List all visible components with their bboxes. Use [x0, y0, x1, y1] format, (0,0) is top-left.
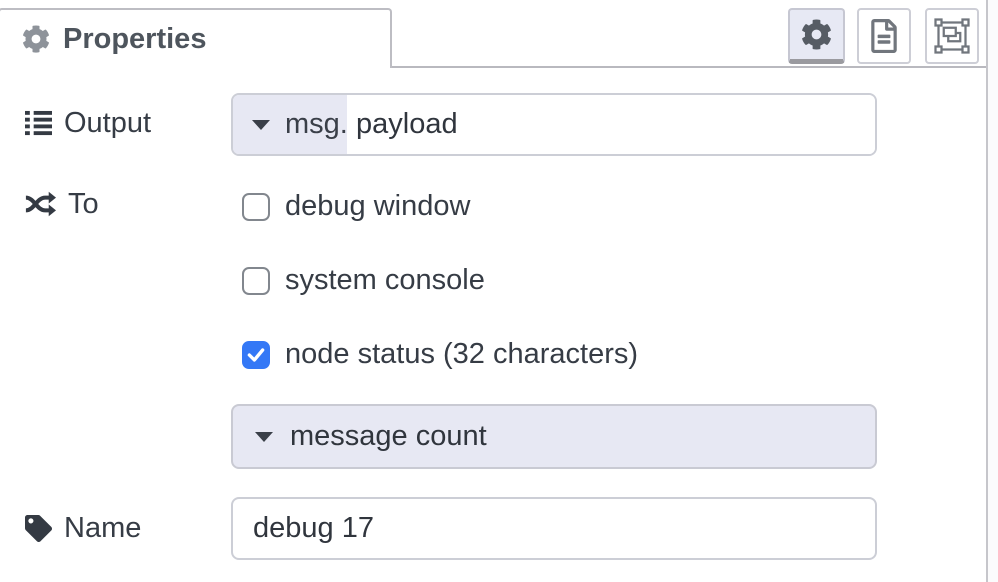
shuffle-icon: [25, 191, 56, 217]
name-label: Name: [25, 510, 141, 546]
caret-down-icon: [252, 119, 270, 130]
node-status-checkbox[interactable]: [242, 340, 270, 369]
object-group-icon: [934, 18, 970, 54]
typed-input-type-label: msg.: [285, 108, 348, 140]
output-label-text: Output: [64, 106, 152, 139]
gear-icon: [802, 19, 831, 50]
name-label-text: Name: [64, 511, 142, 544]
status-type-value: message count: [290, 420, 487, 452]
output-typed-input: msg.: [231, 93, 877, 156]
panel-right-edge: [986, 0, 998, 582]
tab-title: Properties: [63, 22, 207, 55]
tag-icon: [25, 514, 52, 542]
header-separator: [392, 66, 986, 68]
checkbox-row-debug-window[interactable]: debug window: [242, 190, 470, 223]
file-text-icon: [871, 19, 897, 53]
checkbox-row-node-status[interactable]: node status (32 characters): [242, 338, 638, 371]
to-label: To: [25, 186, 99, 222]
checkbox-label: node status (32 characters): [285, 338, 639, 370]
debug-window-checkbox[interactable]: [242, 192, 270, 221]
tab-button-appearance[interactable]: [925, 8, 979, 64]
tab-properties[interactable]: Properties: [0, 8, 392, 68]
check-icon: [247, 347, 265, 362]
status-type-select[interactable]: message count: [231, 404, 877, 469]
list-icon: [25, 110, 52, 135]
gear-icon: [23, 25, 49, 53]
typed-input-type-button[interactable]: msg.: [233, 95, 348, 154]
tab-button-properties[interactable]: [788, 8, 845, 64]
caret-down-icon: [255, 431, 273, 442]
output-property-input[interactable]: [347, 95, 875, 154]
checkbox-label: debug window: [285, 190, 471, 222]
name-input[interactable]: [231, 497, 877, 560]
to-label-text: To: [68, 187, 99, 220]
tab-button-description[interactable]: [857, 8, 911, 64]
checkbox-label: system console: [285, 264, 485, 296]
output-label: Output: [25, 105, 151, 141]
checkbox-row-system-console[interactable]: system console: [242, 264, 485, 297]
system-console-checkbox[interactable]: [242, 266, 270, 295]
